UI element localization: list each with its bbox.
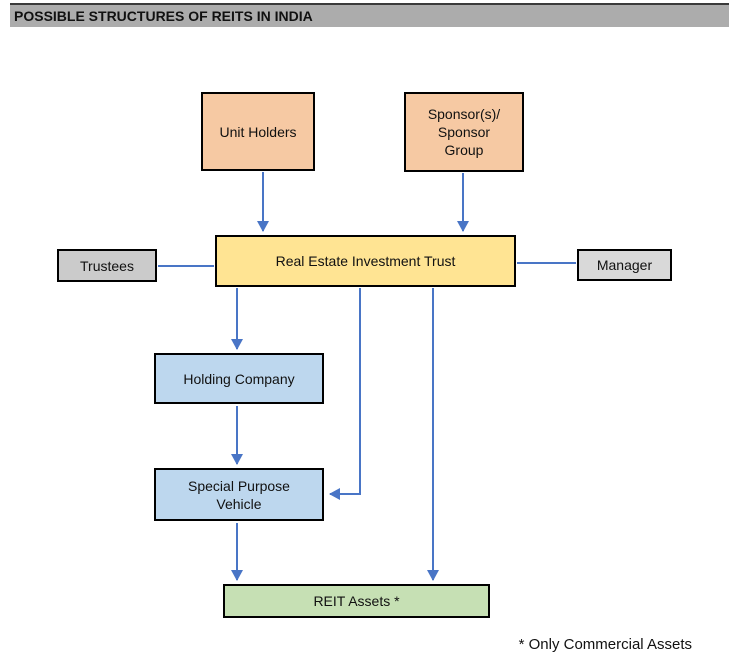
node-unit-holders: Unit Holders — [201, 92, 315, 171]
node-trustees: Trustees — [57, 249, 157, 282]
node-special-purpose-vehicle: Special Purpose Vehicle — [154, 468, 324, 521]
node-sponsor-group: Sponsor(s)/ Sponsor Group — [404, 92, 524, 172]
node-holding-company: Holding Company — [154, 353, 324, 404]
page-title: POSSIBLE STRUCTURES OF REITS IN INDIA — [10, 3, 729, 27]
connector-reit-to-spv-elbow — [329, 288, 361, 500]
node-reit-assets: REIT Assets * — [223, 584, 490, 618]
node-manager: Manager — [577, 249, 672, 281]
footnote: * Only Commercial Assets — [518, 636, 692, 653]
node-real-estate-investment-trust: Real Estate Investment Trust — [215, 235, 516, 287]
